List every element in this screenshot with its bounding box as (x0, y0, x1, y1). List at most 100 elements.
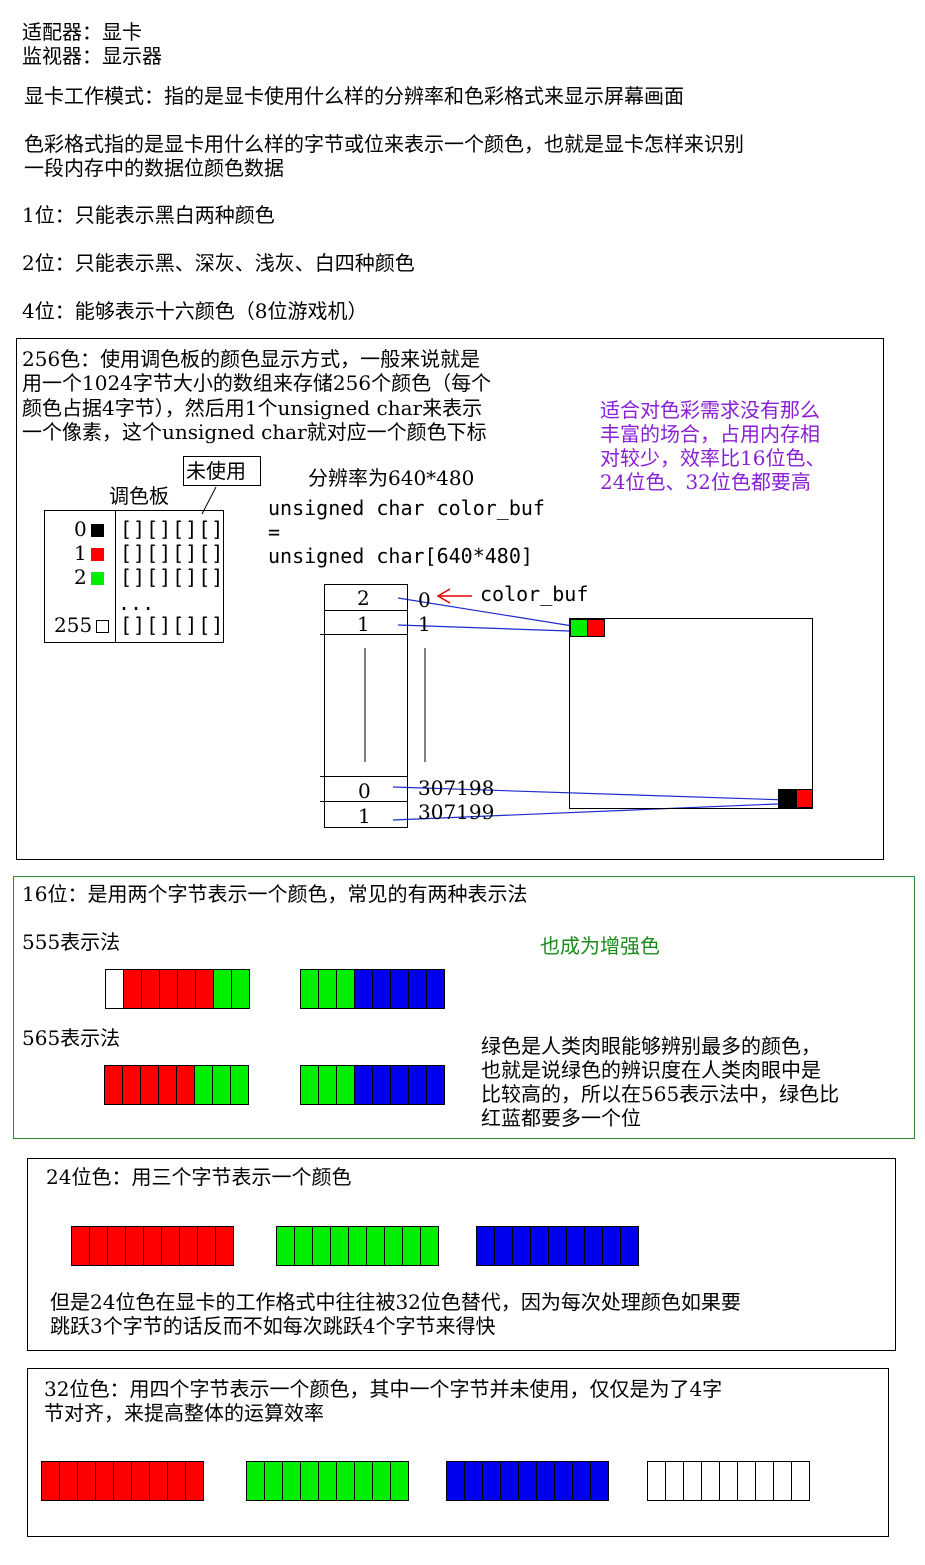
bit-cell-red (185, 1461, 204, 1501)
unused-label-box: 未使用 (183, 456, 261, 486)
bits-24-green (276, 1226, 439, 1266)
bit-cell-red (131, 1461, 150, 1501)
bit-cell-red (41, 1461, 60, 1501)
bit4-text: 4位：能够表示十六颜色（8位游戏机） (22, 299, 368, 323)
screen-pixel-red (587, 619, 605, 637)
bit-cell-red (123, 969, 142, 1009)
bit-cell-green (246, 1461, 265, 1501)
palette-cells-2: [][][][] (120, 565, 225, 589)
bit-cell-blue (602, 1226, 621, 1266)
mem-sep (320, 634, 408, 635)
sec256-desc-3: 颜色占据4字节），然后用1个unsigned char来表示 (22, 396, 483, 420)
sec32-title-2: 节对齐，来提高整体的运算效率 (44, 1401, 324, 1425)
sec24-title: 24位色：用三个字节表示一个颜色 (46, 1165, 352, 1189)
bit-cell-green (318, 1065, 337, 1105)
link-line-307198 (392, 786, 788, 801)
bit-cell-green (348, 1226, 367, 1266)
bit-cell-white (773, 1461, 792, 1501)
bit-cell-green (318, 969, 337, 1009)
bit-cell-blue (408, 1065, 427, 1105)
bit-cell-green (300, 1065, 319, 1105)
unused-pointer-line (201, 486, 217, 515)
bit-cell-red (107, 1226, 126, 1266)
bit-cell-green (213, 969, 232, 1009)
bit-cell-white (737, 1461, 756, 1501)
palette-cells-1: [][][][] (120, 541, 225, 565)
mem-sep (320, 801, 408, 802)
bit-cell-blue (548, 1226, 567, 1266)
palette-index: 1 (74, 541, 87, 565)
bit-cell-blue (464, 1461, 483, 1501)
palette-index: 2 (74, 565, 87, 589)
bit-cell-red (140, 1065, 159, 1105)
bits-555-byte2 (300, 969, 445, 1009)
bit-cell-green (402, 1226, 421, 1266)
mem-index-1: 1 (418, 612, 431, 636)
mode-definition: 显卡工作模式：指的是显卡使用什么样的分辨率和色彩格式来显示屏幕画面 (24, 84, 684, 108)
bit-cell-red (71, 1226, 90, 1266)
bit-cell-red (158, 1065, 177, 1105)
bits-565-byte2 (300, 1065, 445, 1105)
bit-cell-green (231, 969, 250, 1009)
bit-cell-white (105, 969, 124, 1009)
bit-cell-red (95, 1461, 114, 1501)
bit-cell-white (755, 1461, 774, 1501)
black-swatch (90, 524, 104, 537)
bit-cell-red (167, 1461, 186, 1501)
sec16-555-label: 555表示法 (22, 930, 121, 954)
bit-cell-blue (590, 1461, 609, 1501)
bit-cell-blue (476, 1226, 495, 1266)
bit-cell-red (77, 1461, 96, 1501)
bit-cell-white (665, 1461, 684, 1501)
section-24-bit (27, 1158, 896, 1351)
sec16-note-3: 比较高的，所以在565表示法中，绿色比 (481, 1082, 840, 1106)
unused-label: 未使用 (186, 459, 246, 483)
bit-cell-blue (372, 1065, 391, 1105)
sec16-note-1: 绿色是人类肉眼能够辨别最多的颜色， (481, 1034, 821, 1058)
bit-cell-red (159, 969, 178, 1009)
sec16-note-2: 也就是说绿色的辨识度在人类肉眼中是 (481, 1058, 821, 1082)
bit-cell-blue (566, 1226, 585, 1266)
bit-cell-green (282, 1461, 301, 1501)
bit-cell-red (215, 1226, 234, 1266)
red-swatch (90, 548, 104, 561)
bit-cell-blue (390, 1065, 409, 1105)
mem-index-307199: 307199 (418, 800, 495, 824)
bit1-text: 1位：只能表示黑白两种颜色 (22, 203, 275, 227)
mem-index-0: 0 (418, 588, 431, 612)
screen-pixel-red-end (796, 789, 813, 808)
bit-cell-green (212, 1065, 231, 1105)
mem-value-307199: 1 (358, 804, 371, 828)
bit-cell-blue (354, 969, 373, 1009)
bit-cell-blue (554, 1461, 573, 1501)
bit-cell-green (330, 1226, 349, 1266)
bits-24-blue (476, 1226, 639, 1266)
section-32-bit (27, 1368, 889, 1537)
bits-32-green (246, 1461, 409, 1501)
palette-row-2: 2 (74, 565, 104, 589)
bit-cell-blue (536, 1461, 555, 1501)
palette-index: 255 (54, 613, 93, 637)
bit-cell-red (59, 1461, 78, 1501)
bit-cell-green (230, 1065, 249, 1105)
bit-cell-red (143, 1226, 162, 1266)
bit-cell-green (336, 969, 355, 1009)
bit-cell-blue (354, 1065, 373, 1105)
bits-32-red (41, 1461, 204, 1501)
palette-row-255: 255 (54, 613, 110, 637)
bit-cell-green (194, 1065, 213, 1105)
bit-cell-red (179, 1226, 198, 1266)
bit-cell-blue (518, 1461, 537, 1501)
bit-cell-green (294, 1226, 313, 1266)
bit-cell-green (336, 1065, 355, 1105)
link-line-307199 (392, 802, 801, 821)
mem-sep (324, 610, 408, 611)
sec256-note-2: 丰富的场合，占用内存相 (600, 422, 820, 446)
sec256-note-1: 适合对色彩需求没有那么 (600, 398, 820, 422)
bit-cell-red (104, 1065, 123, 1105)
bit-cell-green (300, 969, 319, 1009)
bit-cell-green (390, 1461, 409, 1501)
sec24-note-1: 但是24位色在显卡的工作格式中往往被32位色替代，因为每次处理颜色如果要 (50, 1290, 741, 1314)
bits-565-byte1 (104, 1065, 249, 1105)
bit-cell-green (318, 1461, 337, 1501)
